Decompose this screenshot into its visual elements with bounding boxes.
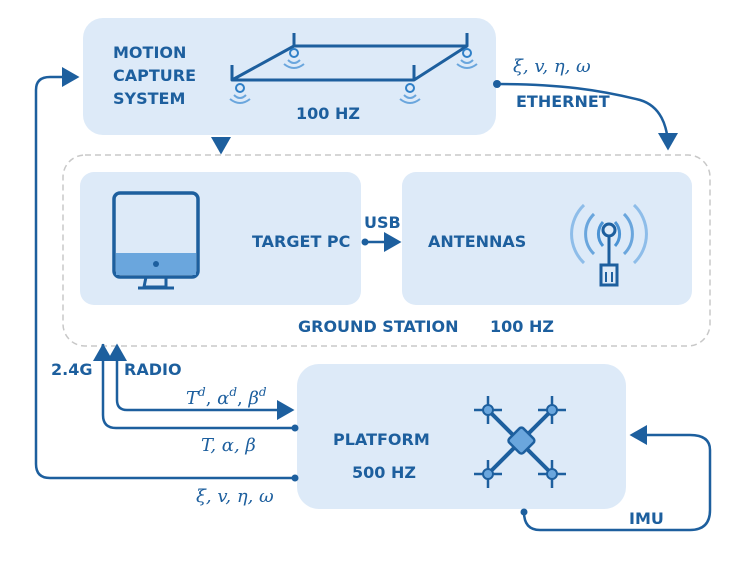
ethernet-arrow — [496, 82, 678, 151]
state-signals: ξ, v, η, ω — [196, 486, 274, 507]
quadrotor-icon — [474, 396, 566, 488]
mocap-label-line3: SYSTEM — [113, 89, 185, 108]
target-pc-label: TARGET PC — [252, 232, 350, 251]
ground-station-label: GROUND STATION — [298, 317, 458, 336]
ethernet-vars: ξ, v, η, ω — [513, 56, 591, 77]
feedback-link-start — [291, 424, 299, 432]
platform-rate: 500 HZ — [352, 463, 416, 482]
radio-uplink-path — [101, 344, 296, 430]
mocap-feedback-loop — [34, 67, 295, 480]
radio-label: RADIO — [124, 360, 182, 379]
imu-loop — [522, 425, 712, 532]
mocap-rate: 100 HZ — [296, 104, 360, 123]
desired-signals: Td, αd, βd — [186, 385, 267, 409]
usb-label: USB — [364, 213, 401, 232]
antenna-signal-icon — [570, 203, 648, 287]
imu-label: IMU — [629, 509, 664, 528]
ethernet-label: ETHERNET — [516, 92, 610, 111]
ground-station-container — [62, 154, 711, 347]
mocap-camera-icon — [229, 33, 478, 104]
feedback-signals: T, α, β — [201, 435, 256, 456]
antennas-box — [402, 172, 692, 305]
antennas-label: ANTENNAS — [428, 232, 526, 251]
mocap-label-line1: MOTION — [113, 43, 186, 62]
radio-band-label: 2.4G — [51, 360, 92, 379]
monitor-icon — [112, 191, 200, 290]
command-arrow — [115, 360, 295, 420]
state-link-start — [291, 474, 299, 482]
ground-station-rate: 100 HZ — [490, 317, 554, 336]
imu-link-start — [520, 508, 528, 516]
platform-label: PLATFORM — [333, 430, 430, 449]
mocap-label-line2: CAPTURE — [113, 66, 196, 85]
